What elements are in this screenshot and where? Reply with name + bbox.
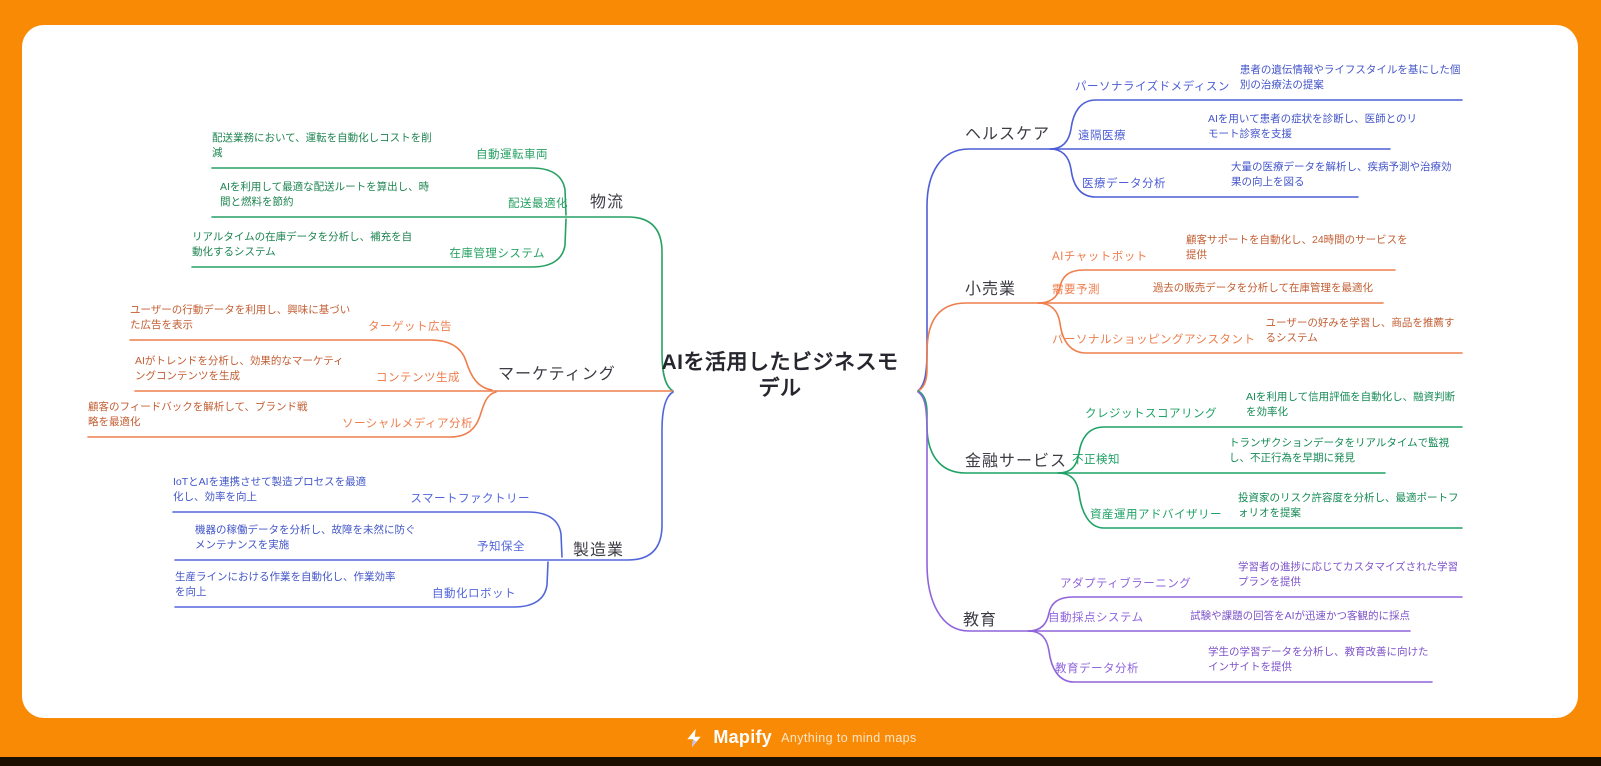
node-description: AIがトレンドを分析し、効果的なマーケティングコンテンツを生成 [135, 354, 344, 383]
node-topic: アダプティブラーニング [1060, 578, 1192, 590]
node-delivery-optimization[interactable]: AIを利用して最適な配送ルートを算出し、時間と燃料を節約 配送最適化 [220, 180, 568, 212]
branch-label-retail[interactable]: 小売業 [965, 281, 1017, 298]
node-description: 顧客のフィードバックを解析して、ブランド戦略を最適化 [88, 400, 308, 429]
node-adaptive-learning[interactable]: アダプティブラーニング 学習者の進捗に応じてカスタマイズされた学習プランを提供 [1060, 560, 1462, 592]
node-autonomous-driving-vehicle[interactable]: 配送業務において、運転を自動化しコストを削減 自動運転車両 [212, 131, 548, 163]
node-inventory-management-system[interactable]: リアルタイムの在庫データを分析し、補充を自動化するシステム 在庫管理システム [192, 230, 545, 262]
node-social-media-analysis[interactable]: 顧客のフィードバックを解析して、ブランド戦略を最適化 ソーシャルメディア分析 [88, 400, 473, 432]
node-topic: 資産運用アドバイザリー [1090, 509, 1222, 521]
node-medical-data-analysis[interactable]: 医療データ分析 大量の医療データを解析し、疾病予測や治療効果の向上を図る [1082, 160, 1455, 192]
node-asset-management-advisory[interactable]: 資産運用アドバイザリー 投資家のリスク許容度を分析し、最適ポートフォリオを提案 [1090, 491, 1462, 523]
node-personal-shopping-assistant[interactable]: パーソナルショッピングアシスタント ユーザーの好みを学習し、商品を推薦するシステ… [1052, 316, 1462, 348]
node-description: 機器の稼働データを分析し、故障を未然に防ぐメンテナンスを実施 [195, 523, 416, 552]
node-description: 顧客サポートを自動化し、24時間のサービスを提供 [1186, 233, 1408, 262]
branch-label-marketing[interactable]: マーケティング [498, 366, 616, 383]
node-description: トランザクションデータをリアルタイムで監視し、不正行為を早期に発見 [1229, 436, 1450, 465]
node-topic: 不正検知 [1072, 454, 1120, 466]
node-targeted-ads[interactable]: ユーザーの行動データを利用し、興味に基づいた広告を表示 ターゲット広告 [130, 303, 452, 335]
node-topic: 在庫管理システム [449, 248, 545, 260]
mapify-bolt-icon [684, 728, 704, 748]
node-topic: クレジットスコアリング [1085, 408, 1217, 420]
node-description: ユーザーの行動データを利用し、興味に基づいた広告を表示 [130, 303, 351, 332]
node-personalized-medicine[interactable]: パーソナライズドメディスン 患者の遺伝情報やライフスタイルを基にした個別の治療法… [1075, 63, 1462, 95]
branch-label-logistics[interactable]: 物流 [590, 194, 625, 211]
education-connectors [917, 391, 1463, 683]
mindmap-card [22, 25, 1578, 718]
node-education-data-analysis[interactable]: 教育データ分析 学生の学習データを分析し、教育改善に向けたインサイトを提供 [1055, 645, 1432, 677]
node-predictive-maintenance[interactable]: 機器の稼働データを分析し、故障を未然に防ぐメンテナンスを実施 予知保全 [195, 523, 525, 555]
node-description: 学習者の進捗に応じてカスタマイズされた学習プランを提供 [1238, 560, 1459, 589]
branch-label-education[interactable]: 教育 [963, 612, 998, 629]
node-description: 大量の医療データを解析し、疾病予測や治療効果の向上を図る [1231, 160, 1452, 189]
node-description: 配送業務において、運転を自動化しコストを削減 [212, 131, 432, 160]
central-topic[interactable]: AIを活用したビジネスモデル [661, 351, 899, 401]
node-credit-scoring[interactable]: クレジットスコアリング AIを利用して信用評価を自動化し、融資判断を効率化 [1085, 390, 1462, 422]
node-topic: スマートファクトリー [410, 493, 530, 505]
node-topic: パーソナライズドメディスン [1075, 81, 1230, 93]
node-topic: 自動化ロボット [432, 588, 516, 600]
manufacturing-connectors [172, 391, 674, 608]
node-description: IoTとAIを連携させて製造プロセスを最適化し、効率を向上 [173, 475, 367, 504]
node-telemedicine[interactable]: 遠隔医療 AIを用いて患者の症状を診断し、医師とのリモート診察を支援 [1078, 112, 1424, 144]
node-demand-forecast[interactable]: 需要予測 過去の販売データを分析して在庫管理を最適化 [1052, 281, 1373, 297]
node-description: ユーザーの好みを学習し、商品を推薦するシステム [1265, 316, 1455, 345]
bottom-edge-strip [0, 757, 1601, 766]
marketing-connectors [87, 339, 674, 438]
node-description: 投資家のリスク許容度を分析し、最適ポートフォリオを提案 [1238, 491, 1459, 520]
node-smart-factory[interactable]: IoTとAIを連携させて製造プロセスを最適化し、効率を向上 スマートファクトリー [173, 475, 530, 507]
node-description: 過去の販売データを分析して在庫管理を最適化 [1152, 282, 1373, 295]
mapify-brand-text: Mapify [713, 727, 773, 747]
node-topic: 需要予測 [1052, 284, 1100, 296]
healthcare-connectors [917, 99, 1463, 392]
node-topic: コンテンツ生成 [376, 372, 460, 384]
node-content-generation[interactable]: AIがトレンドを分析し、効果的なマーケティングコンテンツを生成 コンテンツ生成 [135, 354, 460, 386]
node-topic: 医療データ分析 [1082, 178, 1166, 190]
node-topic: 予知保全 [477, 541, 525, 553]
node-description: 患者の遺伝情報やライフスタイルを基にした個別の治療法の提案 [1239, 63, 1461, 92]
node-automation-robot[interactable]: 生産ラインにおける作業を自動化し、作業効率を向上 自動化ロボット [175, 570, 516, 602]
node-topic: 自動採点システム [1048, 612, 1144, 624]
branch-label-finance[interactable]: 金融サービス [965, 453, 1068, 470]
node-description: リアルタイムの在庫データを分析し、補充を自動化するシステム [192, 230, 413, 259]
node-topic: AIチャットボット [1052, 251, 1148, 263]
node-fraud-detection[interactable]: 不正検知 トランザクションデータをリアルタイムで監視し、不正行為を早期に発見 [1072, 436, 1453, 468]
retail-connectors [917, 269, 1463, 392]
mapify-tagline: Anything to mind maps [781, 730, 917, 745]
node-description: 学生の学習データを分析し、教育改善に向けたインサイトを提供 [1208, 645, 1429, 674]
node-topic: 配送最適化 [508, 198, 568, 210]
node-description: AIを利用して最適な配送ルートを算出し、時間と燃料を節約 [220, 180, 430, 209]
node-description: 試験や課題の回答をAIが迅速かつ客観的に採点 [1190, 610, 1410, 623]
logistics-connectors [191, 167, 674, 392]
node-description: 生産ラインにおける作業を自動化し、作業効率を向上 [175, 570, 396, 599]
node-ai-chatbot[interactable]: AIチャットボット 顧客サポートを自動化し、24時間のサービスを提供 [1052, 233, 1413, 265]
node-topic: 遠隔医療 [1078, 130, 1126, 142]
node-description: AIを用いて患者の症状を診断し、医師とのリモート診察を支援 [1208, 112, 1417, 141]
node-auto-grading-system[interactable]: 自動採点システム 試験や課題の回答をAIが迅速かつ客観的に採点 [1048, 609, 1410, 625]
branch-label-manufacturing[interactable]: 製造業 [573, 542, 625, 559]
node-topic: 教育データ分析 [1055, 663, 1139, 675]
node-topic: パーソナルショッピングアシスタント [1052, 334, 1256, 346]
node-topic: 自動運転車両 [476, 149, 548, 161]
node-description: AIを利用して信用評価を自動化し、融資判断を効率化 [1246, 390, 1456, 419]
branch-label-healthcare[interactable]: ヘルスケア [965, 126, 1051, 143]
node-topic: ソーシャルメディア分析 [342, 418, 473, 430]
node-topic: ターゲット広告 [368, 321, 452, 333]
mapify-watermark[interactable]: Mapify Anything to mind maps [0, 718, 1601, 757]
